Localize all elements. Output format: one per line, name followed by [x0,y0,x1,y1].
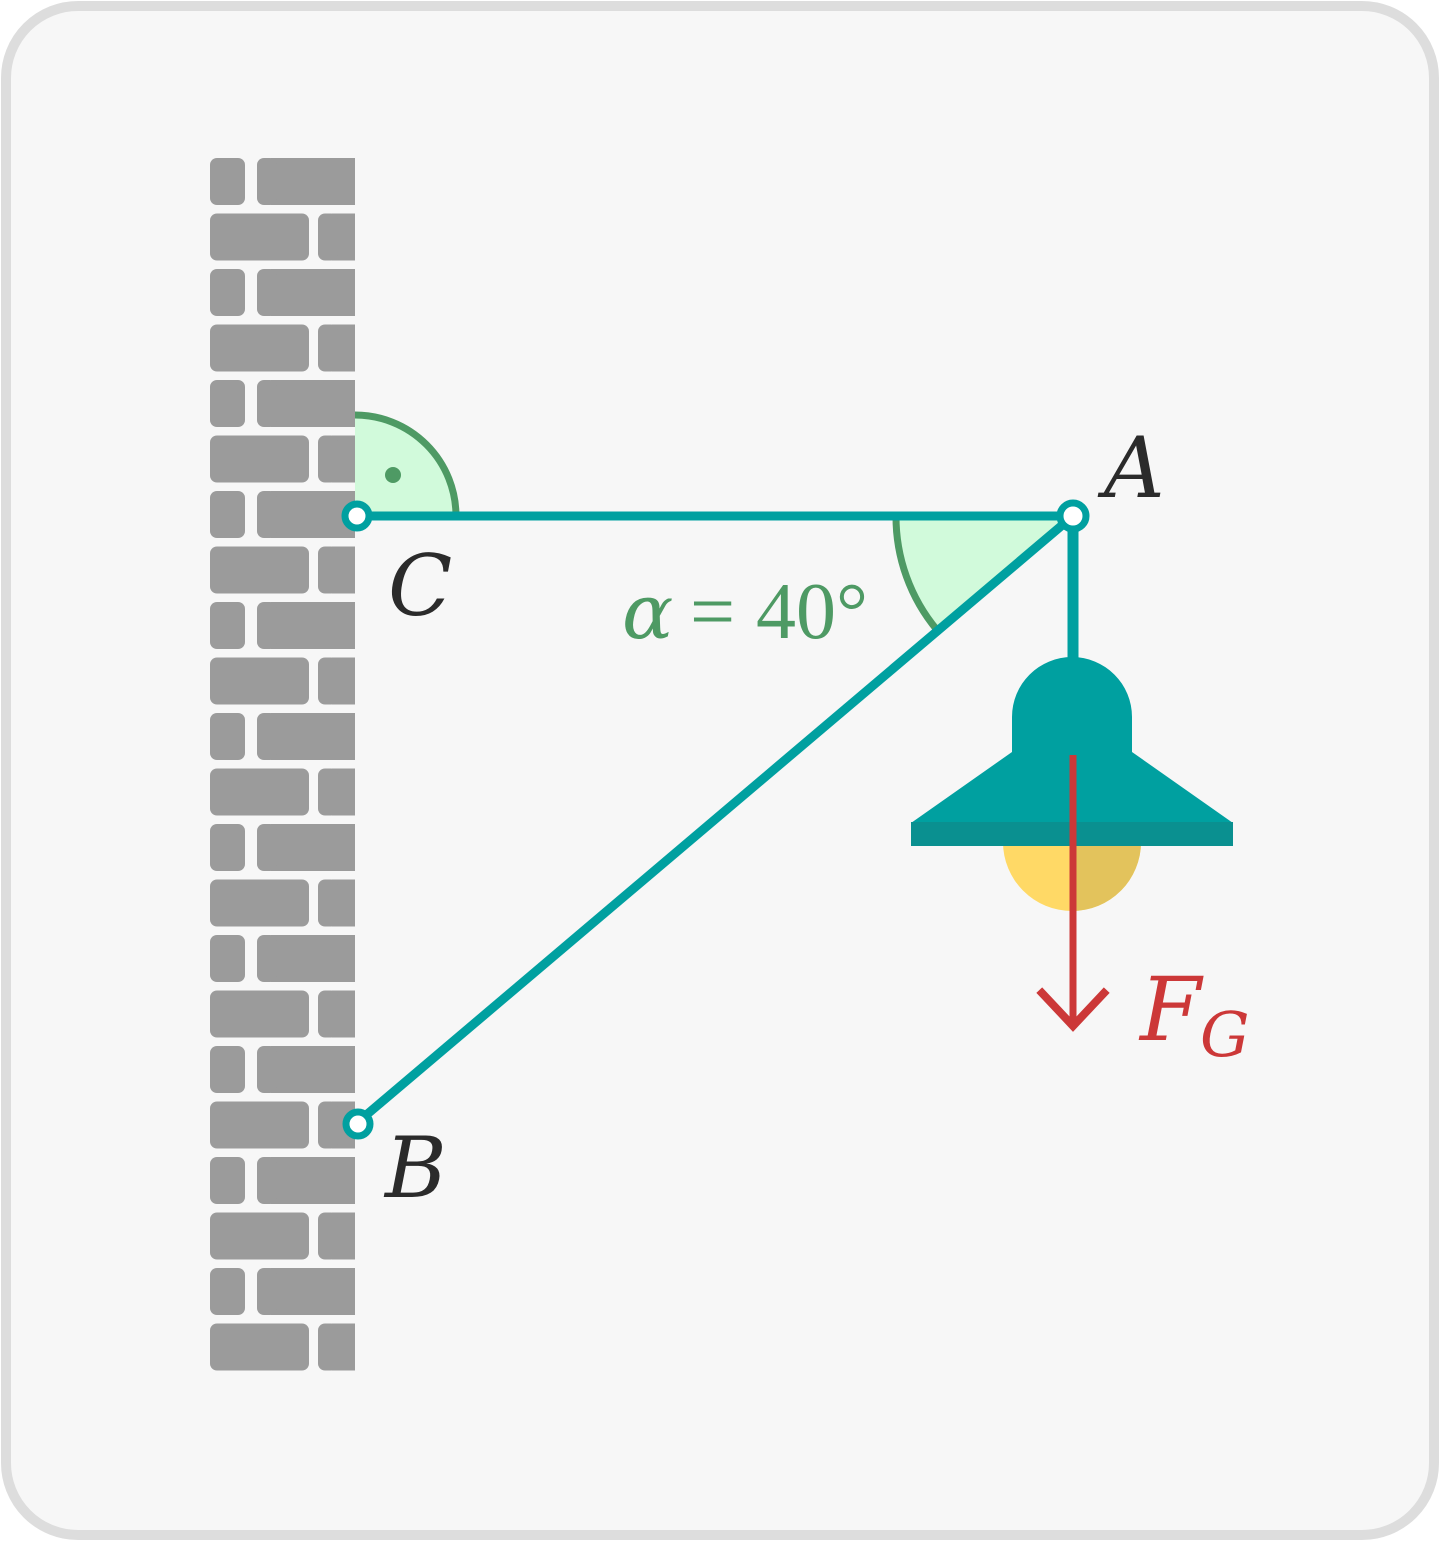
brick [210,1323,309,1371]
brick [210,1212,309,1260]
brick-corner [318,213,338,261]
brick-corner [318,324,338,372]
point-label-a: A [1097,419,1165,517]
angle-label: α = 40° [622,567,868,656]
right-angle-arc [354,411,460,517]
brick [210,1157,245,1204]
brick [210,1046,245,1093]
brick-corner [318,768,338,816]
brick-corner [318,1101,338,1149]
brick-corner [257,824,277,871]
brick [210,158,245,205]
brick [210,1268,245,1315]
right-angle-dot [385,467,401,483]
brick [210,768,309,816]
brick [210,491,245,538]
brick-corner [318,990,338,1038]
force-symbol: F [1138,958,1204,1061]
brick [210,879,309,927]
force-subscript: G [1200,998,1250,1071]
brick-corner [257,935,277,982]
point-label-b: B [383,1119,447,1217]
brick [210,990,309,1038]
brick-corner [318,1212,338,1260]
joint-a [1056,499,1090,533]
brick-corner [257,158,277,205]
brick-corner [318,546,338,594]
alpha-angle-sector [895,516,1073,630]
brick [210,380,245,427]
brick-corner [257,491,277,538]
angle-symbol: α [622,567,673,656]
point-label-c: C [388,537,452,635]
alpha-angle-arc [892,515,940,633]
brick-corner [318,879,338,927]
brick-corner [318,657,338,705]
brick [210,324,309,372]
force-arrow-head [1036,987,1110,1032]
brick-corner [318,435,338,483]
brick [210,713,245,760]
brick [210,657,309,705]
brick [210,435,309,483]
angle-value: 40° [756,568,868,656]
brick-corner [257,1046,277,1093]
joint-c [341,500,373,532]
brick-corner [257,269,277,316]
brick-corner [257,713,277,760]
joint-b [342,1108,374,1140]
brick [210,824,245,871]
lamp-shade [911,657,1233,823]
brick [210,213,309,261]
brick-corner [257,602,277,649]
right-angle-marker [355,415,456,516]
brick [210,1101,309,1149]
brick [210,269,245,316]
brick-corner [257,1157,277,1204]
brick-corner [257,1268,277,1315]
brick [210,935,245,982]
force-label: F G [1138,958,1250,1071]
brick-wall [210,158,355,1371]
brick-corner [318,1323,338,1371]
brick [210,546,309,594]
strut-ba [355,512,1076,1126]
brick [210,602,245,649]
brick-corner [257,380,277,427]
angle-equals: = [690,568,735,656]
